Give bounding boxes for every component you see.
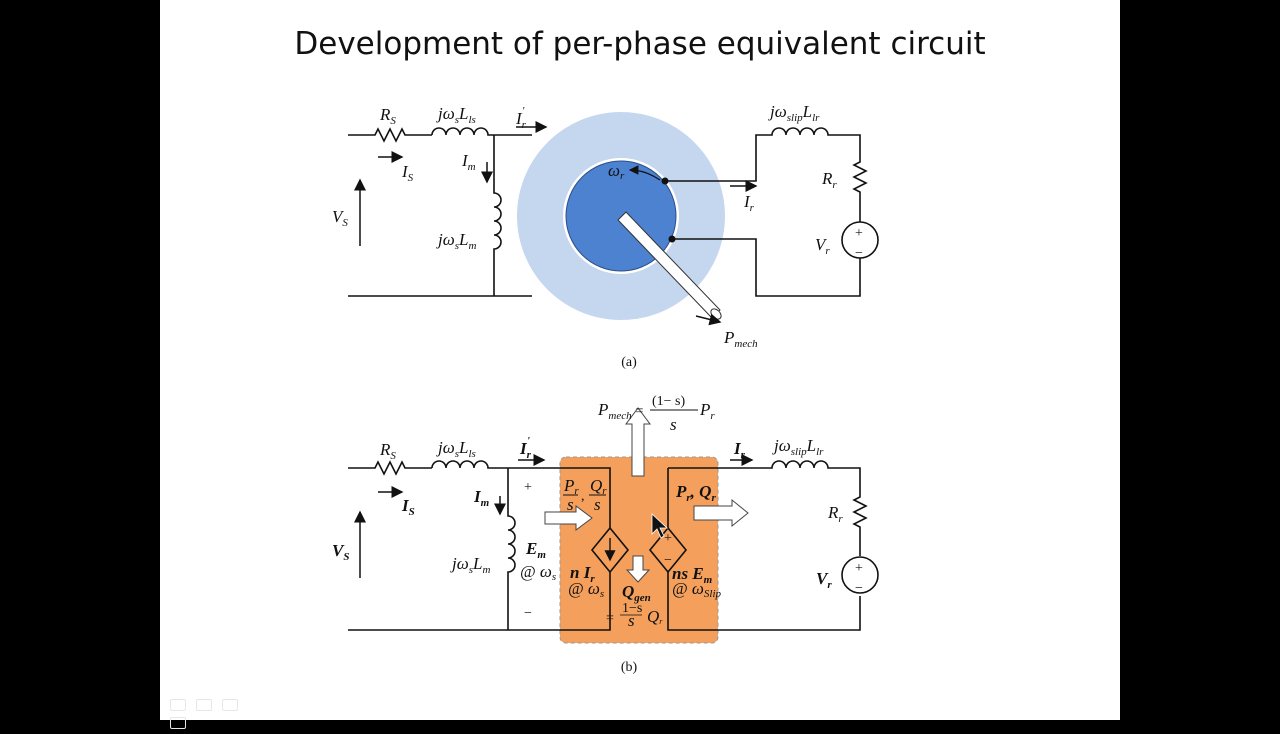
is-label-a: IS <box>401 162 414 184</box>
vr-label-b: Vr <box>816 569 832 591</box>
circuit-b <box>348 407 879 644</box>
n-ir-label: n Ir <box>570 563 595 585</box>
vsource-minus: − <box>664 553 672 568</box>
power-in-arrow <box>544 505 593 531</box>
pmech-label-a: Pmech <box>723 328 758 350</box>
vr-source-b <box>841 556 879 594</box>
qgen-eq-sign: = <box>606 611 614 626</box>
jwsliplr-label-b: jωslipLlr <box>772 436 824 458</box>
rotor-circuit-b <box>668 460 868 556</box>
pr-over-s-num: Pr <box>563 476 579 497</box>
pmech-eq-numerator: (1− s) <box>652 394 686 409</box>
jwslm-label-a: jωsLm <box>436 230 476 252</box>
caption-b: (b) <box>621 660 638 675</box>
diagram-canvas: RS jωsLls Ir' IS Im VS jωsLm ωr Ir jωsli… <box>332 102 879 675</box>
prev-slide-icon[interactable] <box>170 699 186 711</box>
slideshow-nav <box>170 698 270 729</box>
vr-minus-a: − <box>855 246 863 261</box>
vs-label-b: VS <box>332 541 349 563</box>
ns-em-label: ns Em <box>672 564 713 586</box>
rs-label-b: RS <box>379 440 396 462</box>
jwslm-label-b: jωsLm <box>450 554 490 576</box>
vr-label-a: Vr <box>815 235 830 257</box>
next-slide-icon[interactable] <box>170 717 186 729</box>
slide: Development of per-phase equivalent circ… <box>160 0 1120 720</box>
qgen-down-arrow <box>625 555 651 583</box>
stator-resistor-a <box>348 127 432 143</box>
qgen-eq-num: 1−s <box>622 601 642 616</box>
ir-prime-label-a: Ir' <box>515 105 527 131</box>
em-label: Em <box>525 539 546 561</box>
n-ir-at-ws: @ ωs <box>568 579 604 600</box>
qgen-eq-qr: Qr <box>647 607 663 626</box>
fraction-comma: , <box>581 489 585 504</box>
vr-plus-b: + <box>855 561 863 576</box>
qr-over-s-den: s <box>594 495 601 514</box>
ir-label-a: Ir <box>743 192 755 214</box>
pmech-eq-label: Pmech= <box>597 400 644 422</box>
caption-a: (a) <box>621 355 637 370</box>
im-label-b: Im <box>473 487 490 509</box>
pmech-arrow-a <box>695 313 722 326</box>
im-label-a: Im <box>461 151 476 173</box>
rr-label-a: Rr <box>821 169 837 191</box>
qgen-eq-den: s <box>628 611 635 630</box>
rotor-circuit-a <box>665 127 868 222</box>
pmech-up-arrow <box>625 407 651 477</box>
magnetizing-inductor-b <box>507 468 516 630</box>
pmech-eq-pr: Pr <box>699 400 715 422</box>
pen-icon[interactable] <box>196 699 212 711</box>
stator-resistor-b <box>348 460 432 476</box>
pmech-eq-denominator: s <box>670 415 677 434</box>
circuit-a <box>348 112 879 326</box>
em-at-ws: @ ωs <box>520 562 556 583</box>
vs-label-a: VS <box>332 207 348 229</box>
jwslls-label-a: jωsLls <box>436 104 476 126</box>
ir-label-b: Ir <box>733 439 746 461</box>
is-label-b: IS <box>401 496 415 518</box>
power-out-arrow <box>693 498 749 528</box>
mouse-cursor <box>651 513 669 539</box>
pr-qr-label: Pr, Qr <box>675 482 716 504</box>
stator-leakage-inductor-a <box>431 127 532 136</box>
vsource-plus: + <box>664 531 672 546</box>
vr-minus-b: − <box>855 581 863 596</box>
slide-title: Development of per-phase equivalent circ… <box>294 26 986 62</box>
magnetizing-inductor-a <box>493 135 502 296</box>
menu-icon[interactable] <box>222 699 238 711</box>
rs-label-a: RS <box>379 105 396 127</box>
rr-label-b: Rr <box>827 503 843 525</box>
qgen-label: Qgen <box>622 582 651 604</box>
wr-label-a: ωr <box>608 161 625 182</box>
pr-over-s-den: s <box>567 495 574 514</box>
jwslls-label-b: jωsLls <box>436 438 476 460</box>
voltage-source <box>648 526 688 574</box>
qr-over-s-num: Qr <box>590 476 607 497</box>
jwsliplr-label-a: jωslipLlr <box>768 102 820 124</box>
ir-prime-label-b: Ir' <box>519 435 532 461</box>
em-plus: + <box>524 480 532 495</box>
vr-plus-a: + <box>855 226 863 241</box>
wr-rotation-arrow <box>628 165 661 181</box>
vr-source-a <box>841 221 879 259</box>
ns-em-at-wslip: @ ωSlip <box>672 579 722 600</box>
em-minus: − <box>524 606 532 621</box>
